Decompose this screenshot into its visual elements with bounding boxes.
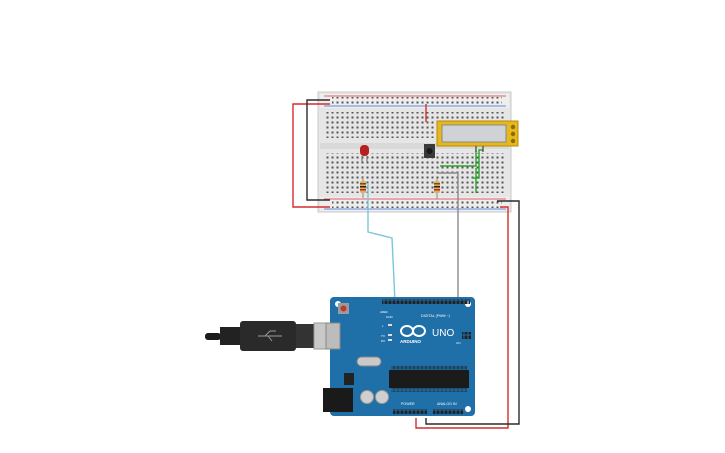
l-label: L	[382, 324, 384, 328]
board-logo-text: ARDUINO	[400, 339, 421, 344]
rx-led	[388, 339, 392, 341]
analog-header[interactable]	[433, 409, 463, 414]
terminal-strip-bottom	[325, 153, 505, 193]
tx-led	[388, 334, 392, 336]
tx-label: TX	[381, 334, 385, 338]
rx-label: RX	[381, 339, 385, 343]
icsp-header	[462, 332, 471, 339]
voltage-regulator	[344, 373, 354, 385]
usb-symbol-icon	[258, 330, 282, 342]
led[interactable]	[360, 145, 369, 162]
wire-black-gnd	[425, 200, 520, 425]
gnd-label: GND	[386, 315, 394, 319]
wires	[292, 99, 520, 429]
wire-black-left-rail	[306, 99, 330, 201]
pushbutton[interactable]	[424, 144, 435, 158]
atmega-chip	[389, 370, 469, 388]
l-led	[388, 324, 392, 326]
capacitor	[360, 390, 374, 404]
crystal	[356, 356, 382, 367]
arduino-logo-icon	[400, 325, 426, 337]
wire-gray-button	[438, 172, 459, 302]
digital-header[interactable]	[382, 299, 470, 304]
digital-label: DIGITAL (PWM ~)	[421, 314, 450, 318]
power-label: POWER	[401, 402, 415, 406]
resistor-led[interactable]	[360, 176, 366, 198]
power-jack	[323, 388, 353, 412]
power-header[interactable]	[393, 409, 427, 414]
usb-port	[325, 322, 341, 350]
aref-label: AREF	[380, 310, 388, 314]
breadboard[interactable]	[317, 91, 512, 213]
board-model-text: UNO	[432, 328, 454, 339]
wire-green-1	[440, 150, 477, 167]
wire-red-left-rail	[292, 103, 330, 208]
on-label: ON	[456, 341, 461, 345]
temperature-sensor-module[interactable]	[436, 120, 519, 152]
analog-label: ANALOG IN	[437, 402, 457, 406]
arduino-uno[interactable]: UNO ARDUINO DIGITAL (PWM ~) POWER ANALOG…	[323, 297, 475, 416]
wire-red-5v	[415, 206, 509, 429]
usb-cable[interactable]	[205, 321, 339, 351]
wire-cyan-led	[367, 183, 396, 303]
resistor-button[interactable]	[434, 178, 440, 199]
